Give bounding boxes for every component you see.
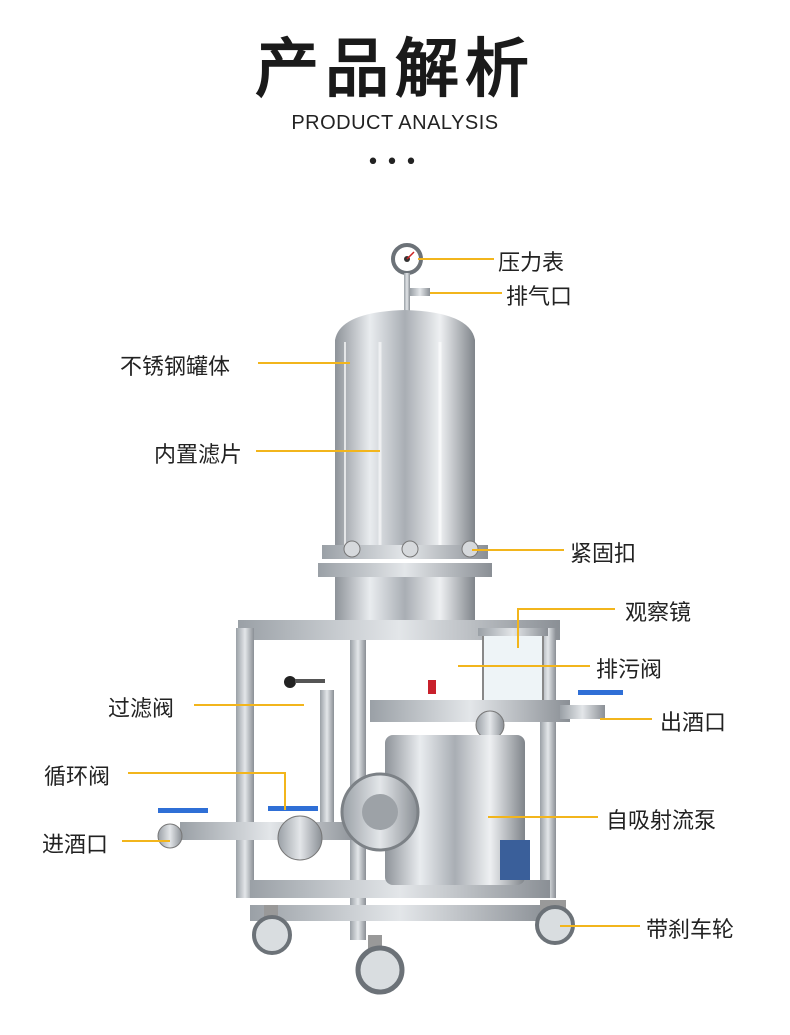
label-drain-valve: 排污阀 [596, 658, 663, 683]
label-filter-valve: 过滤阀 [108, 697, 175, 722]
label-tank: 不锈钢罐体 [120, 355, 231, 380]
leader-inlet [122, 840, 170, 842]
leader-circulation-valve-drop [284, 772, 286, 810]
label-caster: 带刹车轮 [646, 918, 735, 943]
leader-pressure-gauge [418, 258, 494, 260]
pump-body [340, 735, 530, 885]
leader-drain-valve [458, 665, 590, 667]
page-subtitle: PRODUCT ANALYSIS [291, 112, 499, 134]
leader-sight-glass [517, 608, 615, 610]
label-vent: 排气口 [506, 285, 573, 310]
label-outlet: 出酒口 [660, 711, 727, 736]
leader-circulation-valve [128, 772, 286, 774]
leader-filter [256, 450, 380, 452]
leader-clamp [472, 549, 564, 551]
leader-caster [560, 925, 640, 927]
sight-glass-icon [478, 628, 548, 711]
label-clamp: 紧固扣 [570, 542, 637, 567]
label-sight-glass: 观察镜 [625, 601, 692, 626]
label-filter: 内置滤片 [154, 443, 243, 468]
leader-tank [258, 362, 350, 364]
valve-handles [158, 676, 623, 813]
label-circulation-valve: 循环阀 [44, 765, 111, 790]
leader-sight-glass-drop [517, 608, 519, 648]
label-pump: 自吸射流泵 [606, 809, 717, 834]
pressure-gauge-icon [391, 243, 430, 313]
piping [157, 690, 605, 861]
leader-vent [430, 292, 502, 294]
separator-dots: ••• [366, 150, 424, 175]
label-inlet: 进酒口 [42, 833, 109, 858]
label-pressure-gauge: 压力表 [498, 251, 565, 276]
leader-outlet [600, 718, 652, 720]
leader-filter-valve [194, 704, 304, 706]
page-title: 产品解析 [255, 33, 535, 107]
leader-pump [488, 816, 598, 818]
tank-body [318, 310, 492, 627]
